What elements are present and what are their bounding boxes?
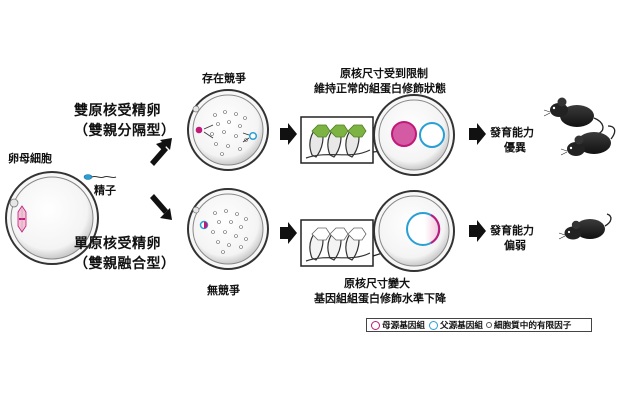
label-oocyte: 卵母細胞 <box>8 152 52 165</box>
mouse-icon-top-2 <box>560 125 616 156</box>
top-desc-line2: 維持正常的組蛋白修飾狀態 <box>314 82 446 95</box>
histone-inset-bottom <box>300 219 374 267</box>
dev-top-line1: 發育能力 <box>490 126 534 139</box>
label-no-competition: 無競爭 <box>207 284 240 297</box>
bottom-desc-line1: 原核尺寸變大 <box>344 277 410 290</box>
oocyte <box>5 171 99 265</box>
label-dual-pronuclear: 雙原核受精卵 <box>74 103 161 119</box>
factor-dot-icon <box>485 322 492 328</box>
legend-factor-label: 細胞質中的有限因子 <box>493 321 572 331</box>
mouse-icon-bottom <box>558 213 612 240</box>
dev-top-line2: 優異 <box>504 141 526 154</box>
mouse-icon-top-1 <box>543 97 604 135</box>
label-competition: 存在競爭 <box>202 72 246 85</box>
legend: 母源基因組 父源基因組 細胞質中的有限因子 <box>366 318 592 332</box>
histone-inset-top <box>300 116 374 164</box>
arrow-to-dual <box>150 138 172 166</box>
paternal-ring-icon <box>428 320 438 330</box>
label-dual-type: （雙親分隔型） <box>74 123 176 139</box>
label-sperm: 精子 <box>94 184 116 197</box>
dev-bottom-line2: 偏弱 <box>504 239 526 252</box>
block-arrow-right-top <box>469 123 486 145</box>
zygote-single <box>187 188 269 270</box>
bottom-desc-line2: 基因組組蛋白修飾水準下降 <box>314 292 446 305</box>
cell-separated-pronuclei <box>373 94 455 176</box>
legend-paternal-label: 父源基因組 <box>439 321 483 331</box>
block-arrow-bottom <box>280 222 297 244</box>
legend-paternal: 父源基因組 <box>428 319 483 331</box>
dev-bottom-line1: 發育能力 <box>490 224 534 237</box>
block-arrow-top <box>280 123 297 145</box>
sperm-icon <box>83 174 117 180</box>
legend-maternal-label: 母源基因組 <box>382 321 425 331</box>
top-desc-line1: 原核尺寸受到限制 <box>340 67 428 80</box>
zygote-dual <box>187 89 269 171</box>
cell-fused-pronucleus <box>373 190 455 272</box>
legend-factor: 細胞質中的有限因子 <box>483 319 571 331</box>
block-arrow-right-bottom <box>469 220 486 242</box>
legend-maternal: 母源基因組 <box>371 319 425 331</box>
maternal-ring-icon <box>371 320 380 330</box>
label-single-type: （雙親融合型） <box>74 256 176 272</box>
label-single-pronuclear: 單原核受精卵 <box>74 236 161 252</box>
arrow-to-single <box>150 194 172 220</box>
